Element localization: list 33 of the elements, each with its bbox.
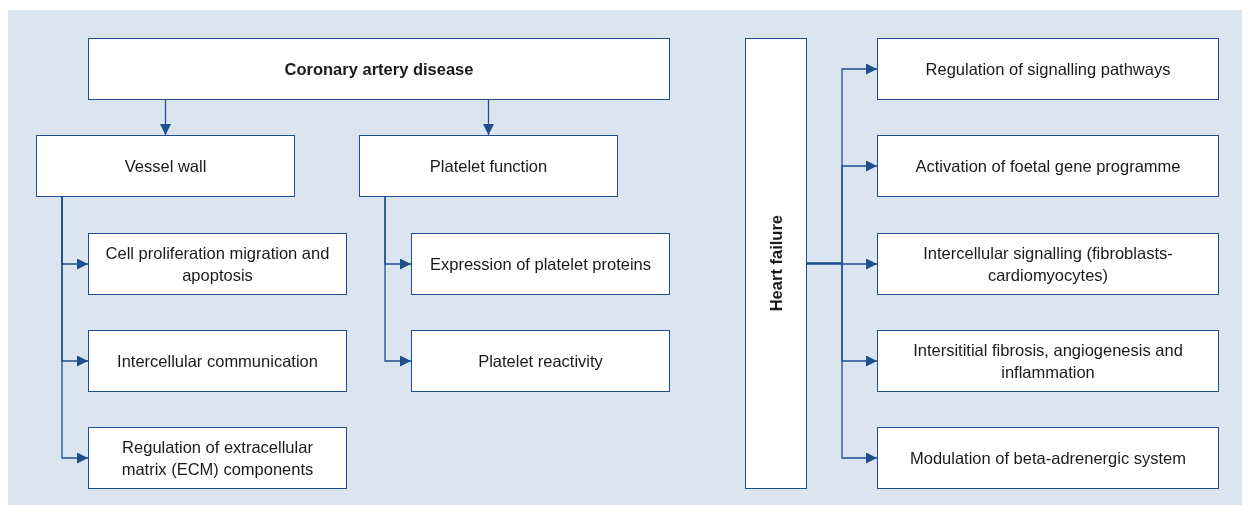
box-label: Coronary artery disease	[284, 59, 474, 80]
process-box	[88, 38, 670, 100]
process-box	[877, 38, 1219, 100]
category-box	[745, 38, 807, 489]
process-box	[877, 135, 1219, 197]
box-label: Intersititial fibrosis, angiogenesis and inflammation	[912, 340, 1184, 383]
box-label: Cell proliferation migration and apoptosis	[104, 243, 331, 286]
process-box	[359, 135, 618, 197]
process-box	[88, 330, 347, 392]
arrow	[483, 99, 494, 136]
box-label: Platelet function	[429, 156, 548, 177]
process-box	[877, 427, 1219, 489]
box-label: Heart failure	[766, 215, 786, 312]
box-label: Intercellular signalling (fibroblasts-cardiomyocytes)	[922, 243, 1174, 286]
process-box	[88, 427, 347, 489]
box-label: Platelet reactivity	[478, 351, 603, 372]
box-label: Expression of platelet proteins	[429, 254, 651, 275]
arrow	[61, 196, 89, 464]
box-label: Regulation of signalling pathways	[925, 59, 1171, 80]
process-box	[411, 233, 670, 295]
box-label: Intercellular communication	[117, 351, 318, 372]
box-label: Activation of foetal gene programme	[915, 156, 1181, 177]
box-label: Modulation of beta-adrenergic system	[909, 448, 1187, 469]
process-box	[88, 233, 347, 295]
process-box	[877, 330, 1219, 392]
arrow	[806, 262, 878, 464]
box-label: Vessel wall	[124, 156, 207, 177]
process-box	[411, 330, 670, 392]
arrow	[160, 99, 171, 136]
process-box	[36, 135, 295, 197]
box-label: Regulation of extracellular matrix (ECM) components	[120, 437, 315, 480]
process-box	[877, 233, 1219, 295]
arrow	[384, 196, 412, 367]
